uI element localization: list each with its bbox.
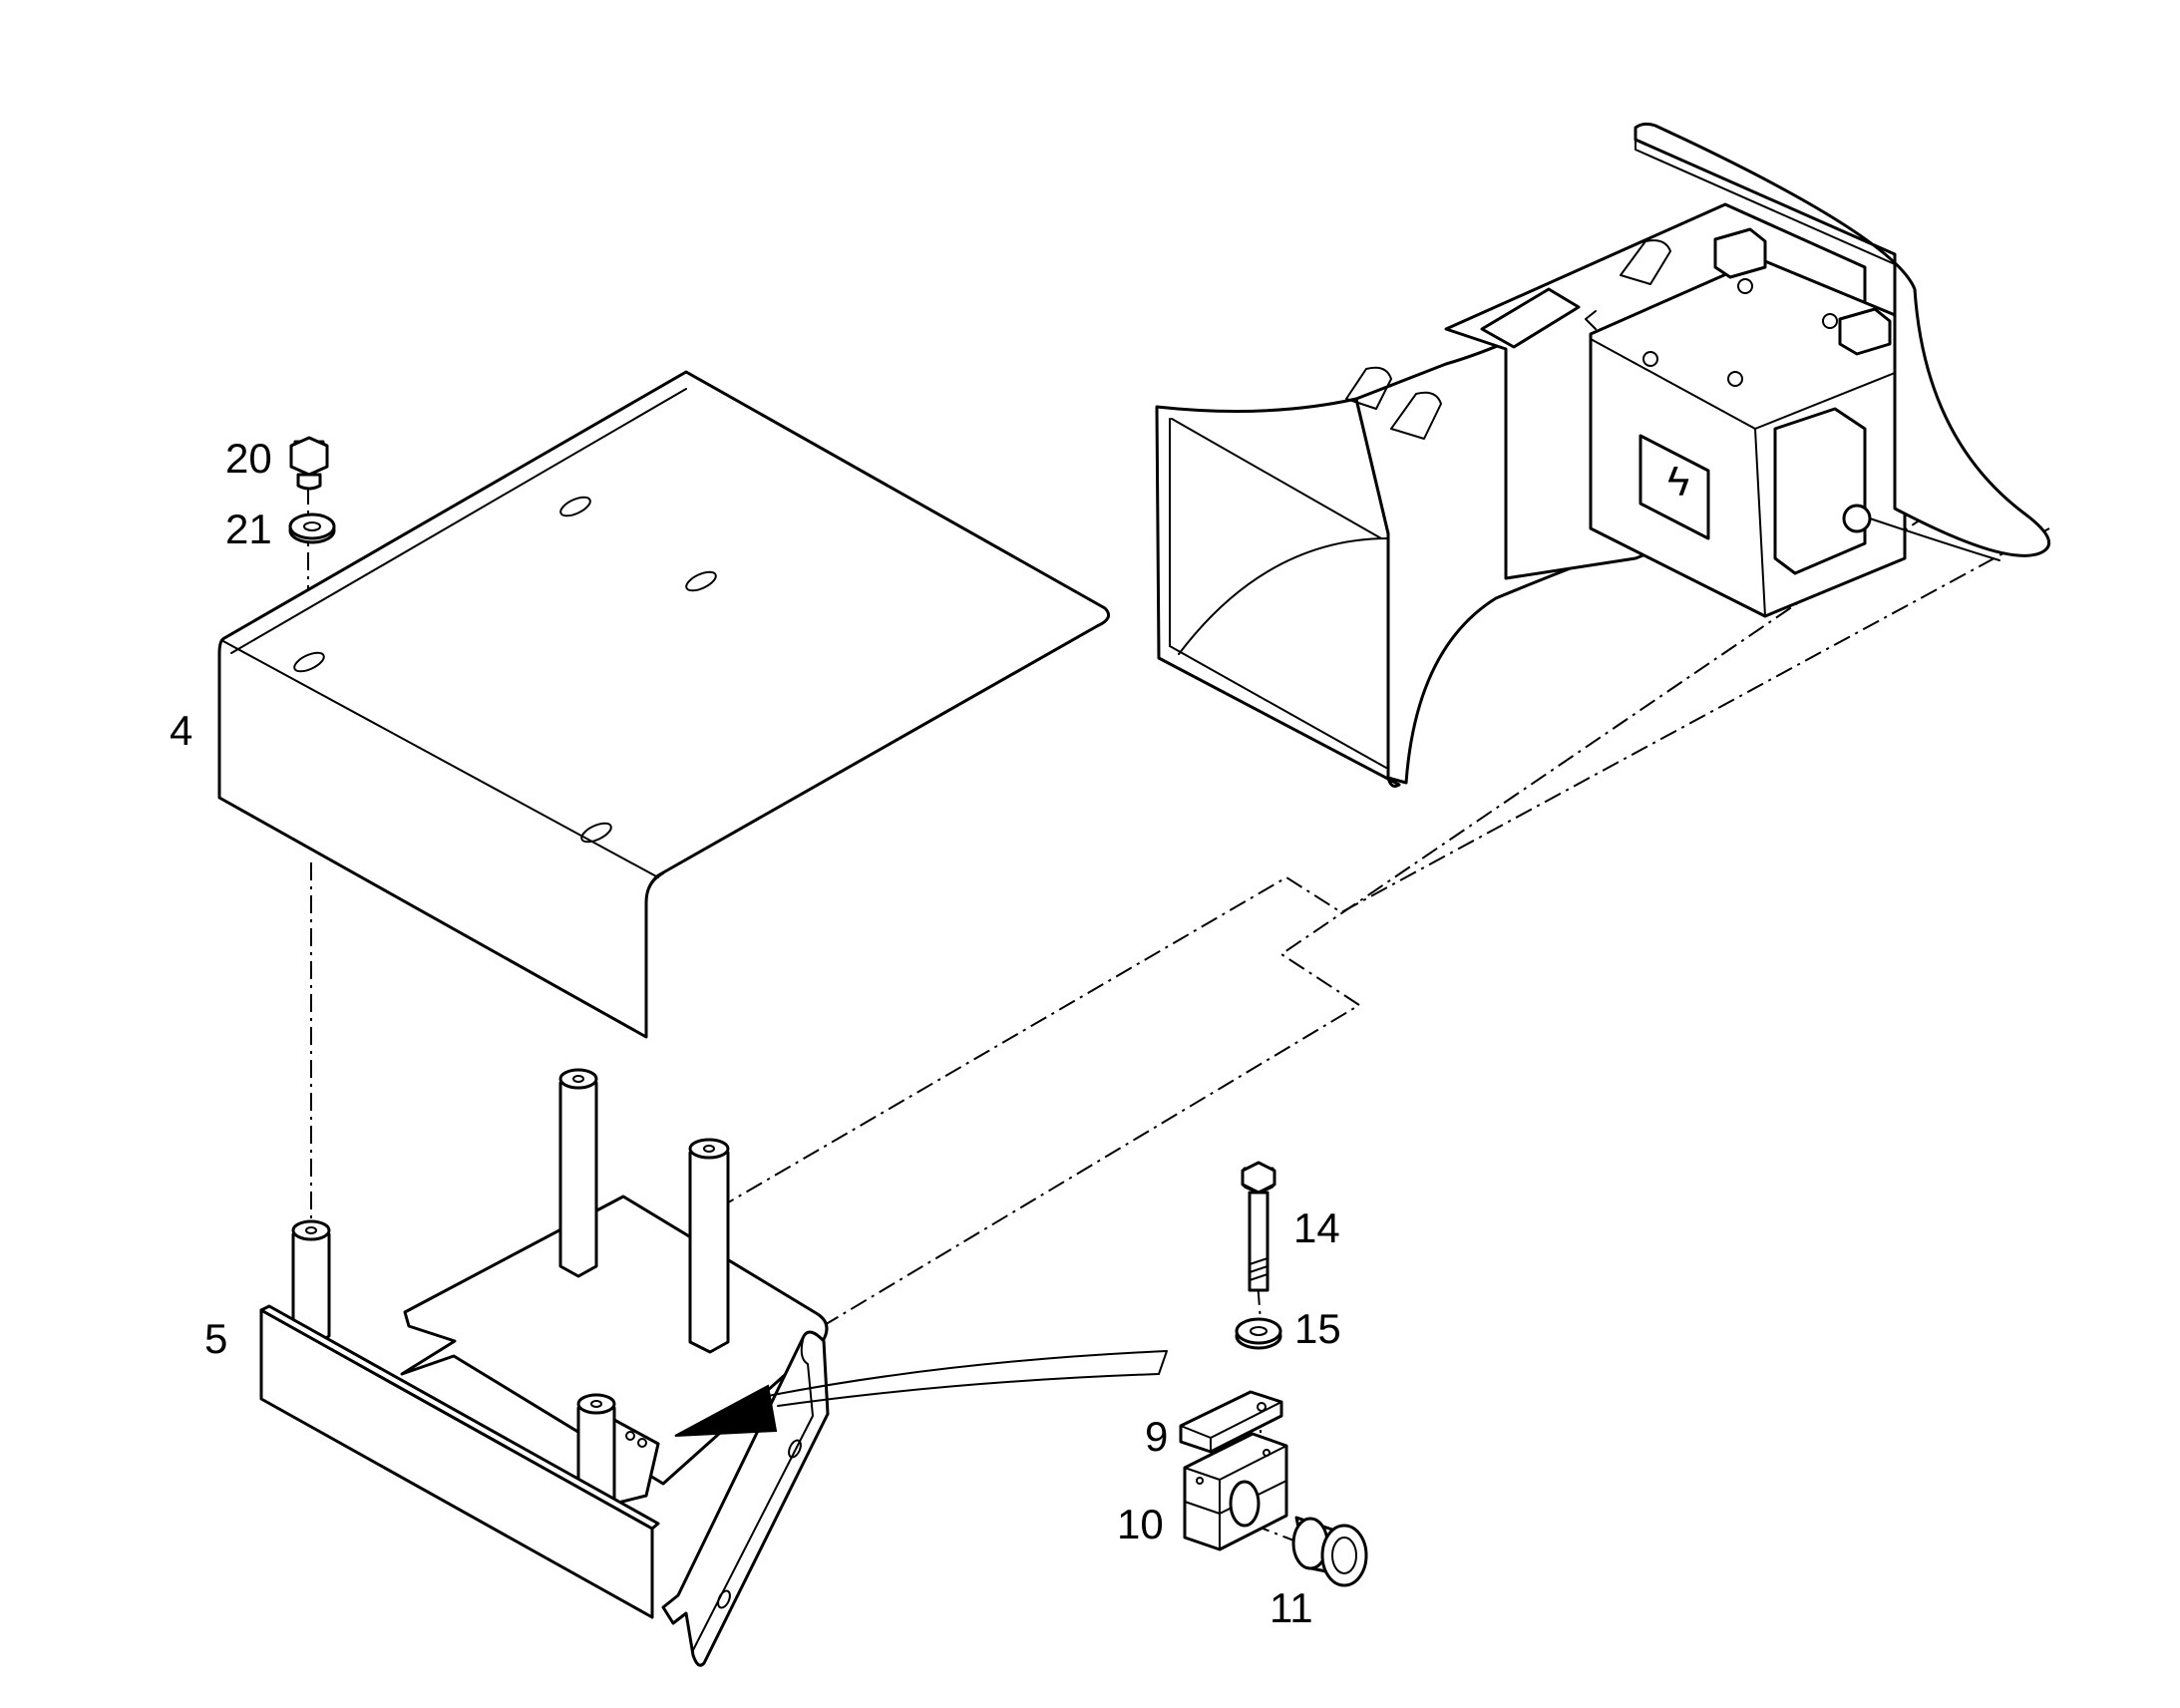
clamp-block-10 (1183, 1432, 1288, 1551)
callout-20: 20 (225, 435, 272, 482)
horn-speaker: ϟ (1155, 122, 2050, 788)
callout-15: 15 (1294, 1305, 1341, 1352)
callout-4: 4 (170, 707, 192, 754)
bracket (259, 1068, 830, 1667)
callout-14: 14 (1293, 1204, 1340, 1251)
callouts: 20 21 4 5 14 15 9 10 11 (170, 435, 1341, 1631)
hazard-symbol: ϟ (1667, 458, 1689, 505)
bolt-20 (289, 436, 329, 491)
callout-5: 5 (204, 1315, 227, 1362)
callout-10: 10 (1117, 1501, 1164, 1547)
callout-21: 21 (225, 506, 272, 552)
detail-arrow (674, 1350, 1168, 1437)
washer-21 (288, 512, 336, 544)
callout-9: 9 (1145, 1413, 1168, 1460)
callout-11: 11 (1270, 1584, 1313, 1631)
clamp-plate-9 (1179, 1390, 1283, 1454)
bushing-11 (1291, 1516, 1368, 1587)
washer-15 (1235, 1317, 1282, 1350)
cover-plate (217, 370, 1111, 1039)
bolt-14 (1241, 1161, 1276, 1292)
